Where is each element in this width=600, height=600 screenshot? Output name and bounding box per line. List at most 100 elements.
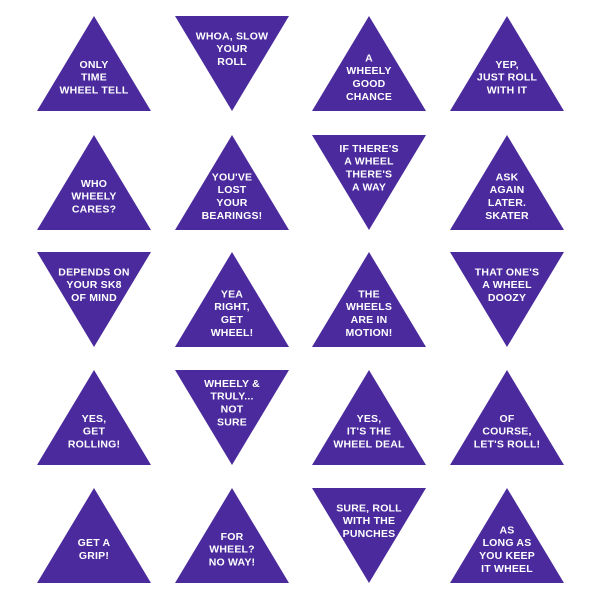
triangle-shape [37, 488, 151, 583]
triangle-text-line: YOUR [216, 43, 247, 55]
triangle-text-line: PUNCHES [343, 528, 396, 540]
triangle-text-line: WHEELY & [204, 378, 260, 390]
triangle-shape [312, 370, 426, 465]
triangle-text-line: YES, [82, 413, 107, 425]
triangle-shape [175, 488, 289, 583]
triangle-text-line: ROLL [217, 56, 247, 68]
triangle-text-line: IF THERE'S [339, 143, 398, 155]
triangle-text-line: CARES? [72, 203, 116, 215]
triangle-shape [450, 488, 564, 583]
triangle-text-line: NOT [221, 404, 244, 416]
triangle-text-line: OF MIND [71, 292, 117, 304]
triangle-shape [312, 488, 426, 583]
triangle-text-line: YOU KEEP [479, 550, 535, 562]
triangle-text-line: YES, [357, 413, 382, 425]
triangle-text-line: LOST [218, 184, 247, 196]
triangle-text-line: A WHEEL [482, 279, 532, 291]
triangle-shape [37, 252, 151, 347]
triangle-text-line: LET'S ROLL! [474, 438, 541, 450]
triangle-text-line: GET A [78, 537, 111, 549]
triangle-text-line: WHEELY [71, 191, 116, 203]
triangle-text-line: ASK [496, 171, 519, 183]
triangle-text-line: IT'S THE [347, 426, 391, 438]
triangle-text-line: SURE [217, 416, 247, 428]
triangle-shape [450, 16, 564, 111]
triangle-shape [175, 16, 289, 111]
triangle-text-line: COURSE, [482, 426, 531, 438]
triangle-shape [37, 16, 151, 111]
triangle-text-line: WHEEL DEAL [333, 438, 405, 450]
triangle-shape [175, 135, 289, 230]
triangle-text-line: GET [221, 314, 244, 326]
triangle-text-line: WHEEL? [209, 544, 255, 556]
triangle-shape [312, 16, 426, 111]
triangle-text-line: THAT ONE'S [475, 266, 539, 278]
triangle-text-line: A WAY [352, 181, 386, 193]
triangle-shape [450, 252, 564, 347]
triangle-text-line: YOU'VE [212, 171, 252, 183]
triangle-text-line: WHO [81, 178, 107, 190]
triangle-text-line: BEARINGS! [202, 210, 263, 222]
triangle-text-line: A WHEEL [344, 156, 394, 168]
triangle-text-line: WITH THE [343, 515, 395, 527]
triangle-text-line: GRIP! [79, 550, 109, 562]
triangle-text-line: A [365, 52, 373, 64]
triangle-shape [175, 370, 289, 465]
triangle-text-line: YEP, [495, 59, 518, 71]
triangle-text-line: YEA [221, 288, 243, 300]
triangle-text-line: TRULY... [210, 391, 253, 403]
triangle-text-line: IT WHEEL [481, 563, 533, 575]
triangle-shape [37, 370, 151, 465]
triangle-text-line: THERE'S [346, 169, 393, 181]
triangle-text-line: SKATER [485, 210, 529, 222]
triangle-text-line: AS [500, 524, 515, 536]
triangle-text-line: FOR [221, 531, 244, 543]
triangle-text-line: GET [83, 426, 106, 438]
triangle-text-line: MOTION! [346, 327, 393, 339]
triangle-text-line: LATER. [488, 197, 526, 209]
triangle-text-line: ARE IN [351, 314, 388, 326]
triangle-text-line: CHANCE [346, 91, 392, 103]
triangle-text-line: AGAIN [490, 184, 525, 196]
triangle-shape [312, 135, 426, 230]
triangle-text-line: LONG AS [483, 537, 532, 549]
triangle-shape [175, 252, 289, 347]
triangle-text-line: YOUR [216, 197, 247, 209]
triangle-shape [450, 135, 564, 230]
triangle-text-line: SURE, ROLL [336, 502, 402, 514]
triangle-shape [450, 370, 564, 465]
triangle-text-line: DEPENDS ON [58, 266, 129, 278]
triangle-text-line: WHEEL TELL [60, 84, 129, 96]
triangle-text-line: WHOA, SLOW [196, 30, 269, 42]
triangle-text-line: YOUR SK8 [66, 279, 121, 291]
triangle-text-line: THE [358, 288, 380, 300]
triangle-text-line: OF [500, 413, 515, 425]
triangle-text-line: TIME [81, 72, 107, 84]
triangle-text-line: WHEELY [346, 65, 391, 77]
triangle-text-line: RIGHT, [214, 301, 250, 313]
triangle-shape [312, 252, 426, 347]
triangle-text-line: WITH IT [487, 84, 528, 96]
triangle-text-line: ROLLING! [68, 438, 120, 450]
